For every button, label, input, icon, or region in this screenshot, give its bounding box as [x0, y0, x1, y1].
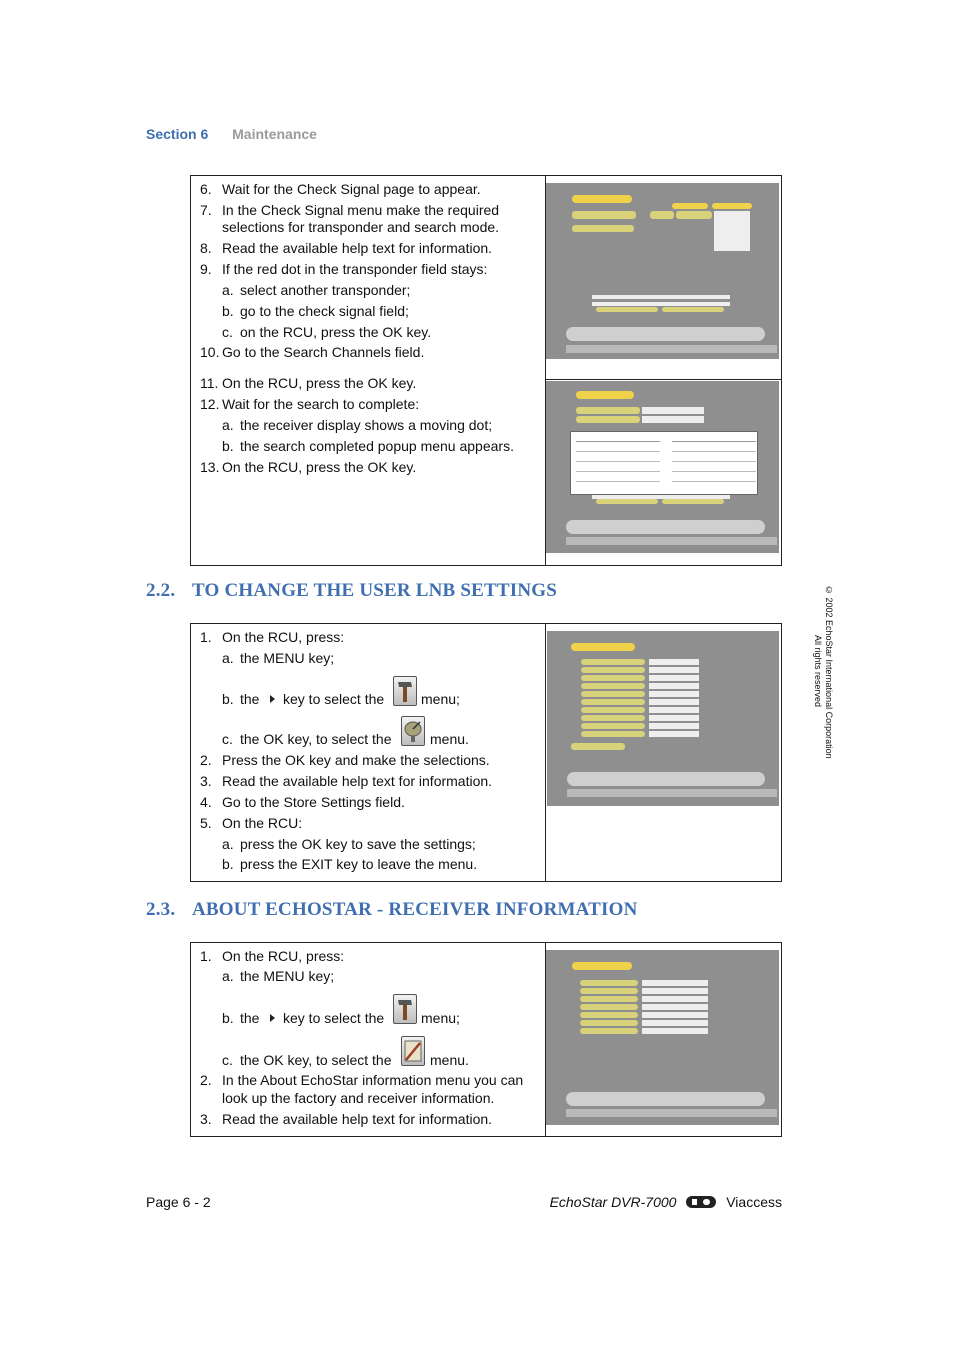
viaccess-logo-icon [686, 1196, 717, 1208]
hammer-icon [393, 994, 417, 1024]
copyright-notice: © 2002 EchoStar International Corporatio… [813, 585, 834, 759]
page-number: Page 6 - 2 [146, 1194, 211, 1210]
brand-name: Viaccess [726, 1194, 782, 1210]
right-arrow-icon [270, 1014, 275, 1022]
about-echostar-screenshot [546, 950, 779, 1125]
check-signal-screenshot [546, 183, 779, 359]
product-name: EchoStar DVR-7000 [549, 1194, 677, 1210]
page-header: Section 6 Maintenance [146, 126, 317, 142]
steps-table-about [190, 942, 782, 1137]
product-footer: EchoStar DVR-7000 Viaccess [550, 1194, 782, 1210]
steps-table-check-signal [190, 175, 782, 566]
section-title: Maintenance [232, 126, 317, 142]
search-channels-screenshot [546, 381, 779, 553]
section-heading: 2.2.TO CHANGE THE USER LNB SETTINGS [146, 580, 558, 601]
section-heading: 2.3.ABOUT ECHOSTAR - RECEIVER INFORMATIO… [146, 899, 638, 920]
steps-table-lnb [190, 623, 782, 882]
section-label: Section 6 [146, 126, 209, 142]
right-arrow-icon [270, 695, 275, 703]
about-info-icon [401, 1036, 425, 1066]
user-lnb-screenshot [547, 631, 779, 806]
hammer-icon [393, 676, 417, 706]
satellite-dish-icon [401, 716, 425, 746]
